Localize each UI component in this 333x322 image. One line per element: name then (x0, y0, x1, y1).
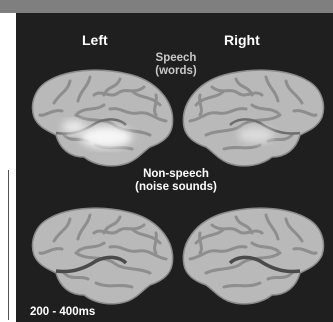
time-window-label: 200 - 400ms (30, 306, 95, 318)
nonspeech-condition-label: Non-speech (noise sounds) (116, 168, 236, 194)
top-strip (0, 0, 333, 13)
brain-left-speech (33, 70, 173, 166)
right-hemisphere-label: Right (224, 32, 260, 48)
speech-title: Speech (140, 52, 212, 65)
left-hemisphere-label: Left (82, 32, 108, 48)
nonspeech-title: Non-speech (116, 168, 236, 181)
left-rule (8, 170, 9, 320)
speech-condition-label: Speech (words) (140, 52, 212, 78)
brain-left-nonspeech (33, 208, 173, 304)
brain-right-nonspeech (183, 208, 323, 304)
speech-subtitle: (words) (140, 65, 212, 78)
nonspeech-subtitle: (noise sounds) (116, 181, 236, 194)
brain-right-speech (183, 70, 323, 166)
